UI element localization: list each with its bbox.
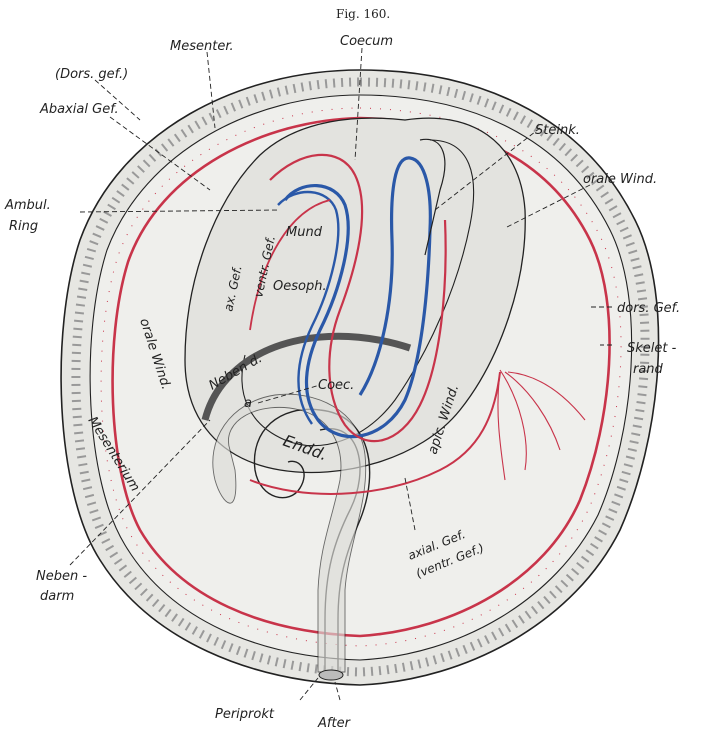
label-coec: Coec.: [318, 378, 354, 393]
label-orale-wind-right: orale Wind.: [583, 172, 657, 187]
label-ring: Ring: [9, 219, 38, 234]
figure-number: Fig. 160.: [336, 7, 390, 21]
label-periprokt: Periprokt: [215, 707, 275, 722]
label-neben: Neben -: [36, 569, 87, 584]
label-darm: darm: [40, 589, 74, 604]
label-rand: rand: [633, 362, 664, 377]
label-a: a: [244, 396, 252, 411]
label-coecum: Coecum: [340, 34, 393, 49]
label-ambul: Ambul.: [4, 198, 51, 213]
label-dors-gef: dors. Gef.: [617, 301, 680, 316]
label-dors-gef-paren: (Dors. gef.): [55, 67, 128, 82]
periproct: [319, 670, 343, 680]
label-mund: Mund: [286, 225, 323, 240]
label-oesoph: Oesoph.: [273, 279, 327, 294]
label-after: After: [317, 716, 352, 731]
label-abaxial-gef: Abaxial Gef.: [39, 102, 119, 117]
label-skelet: Skelet -: [627, 341, 677, 356]
label-mesenter: Mesenter.: [170, 39, 234, 54]
label-steink: Steink.: [535, 123, 580, 138]
